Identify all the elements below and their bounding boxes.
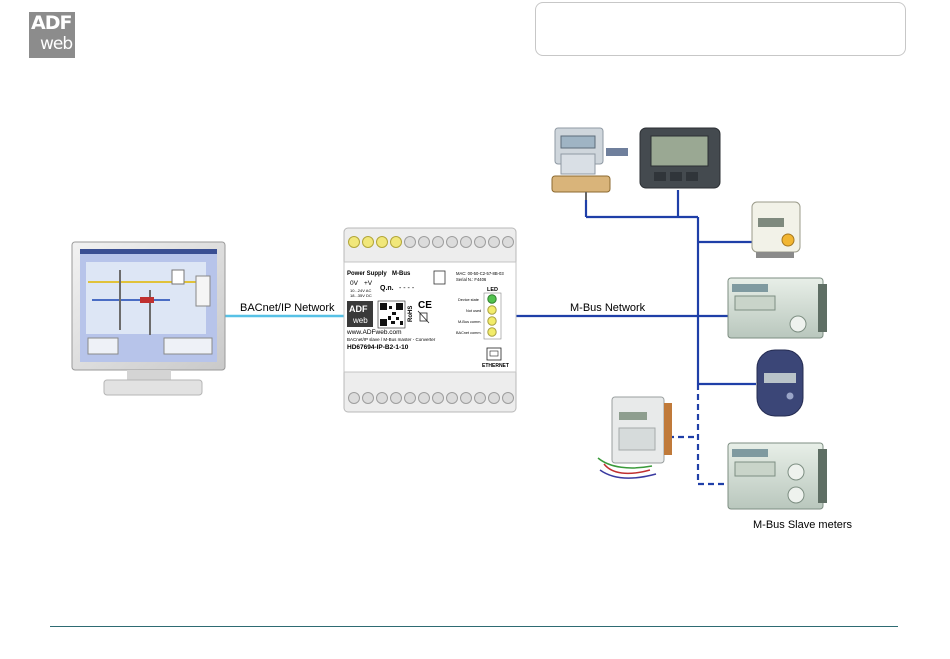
device-description: BACnet/IP slave / M-Bus master - Convert… [347, 337, 436, 342]
ac-range-label: 10...24V AC [350, 288, 371, 293]
display-unit [639, 127, 721, 189]
qn-value: - - - - [399, 285, 415, 292]
zero-v-label: 0V [350, 280, 359, 287]
serial-label: Serial N.: F4406 [456, 277, 487, 282]
qn-label: Q.n. [380, 285, 394, 292]
led4-label: BACnet comm. [456, 331, 482, 335]
ultrasonic-meter-1 [551, 127, 628, 200]
led-title: LED [487, 287, 498, 293]
dc-range-label: 18...35V DC [350, 293, 372, 298]
bacnet-network-label: BACnet/IP Network [240, 302, 335, 314]
led3-label: M-Bus comm. [458, 320, 481, 324]
power-supply-label: Power Supply [347, 271, 387, 277]
heat-meter-round [756, 349, 804, 417]
mbus-bus [514, 190, 756, 486]
top-terminals [348, 236, 514, 248]
led-device-state [487, 294, 497, 304]
device-brand-bottom: web [352, 316, 368, 325]
heat-meter-wired [597, 396, 672, 479]
plus-v-label: +V [364, 280, 373, 287]
device-part-number: HD67694-IP-B2-1-10 [347, 344, 409, 351]
logo-line2: web [40, 34, 73, 54]
dip-switch-icon [433, 270, 446, 285]
ethernet-port-icon [486, 347, 502, 361]
bottom-terminals [348, 392, 514, 404]
title-box [535, 2, 906, 56]
heat-meter-1 [751, 201, 801, 258]
ce-mark: CE [418, 300, 432, 311]
led-not-used [487, 305, 497, 315]
led1-label: Device state [458, 298, 479, 302]
slave-meters-caption: M-Bus Slave meters [753, 519, 853, 531]
device-url: www.ADFweb.com [346, 329, 402, 336]
mac-label: MAC: 00-50-C2-57-8B-03 [456, 271, 504, 276]
converter-device: Power Supply M-Bus 0V +V 10...24V AC 18.… [343, 227, 517, 413]
bms-monitor [71, 241, 226, 396]
siemens-controller-1 [727, 277, 827, 339]
adfweb-logo: ADF web [29, 12, 75, 58]
logo-line1: ADF [31, 12, 72, 34]
led-bacnet-comm [487, 327, 497, 337]
device-brand-icon [347, 301, 373, 327]
mbus-network-label: M-Bus Network [570, 302, 646, 314]
siemens-controller-2 [727, 442, 827, 510]
weee-bin-icon [417, 310, 430, 324]
footer-rule [50, 626, 898, 627]
led-mbus-comm [487, 316, 497, 326]
ethernet-label: ETHERNET [482, 363, 509, 369]
qr-code-icon [377, 300, 406, 329]
led2-label: Not used [466, 309, 481, 313]
rohs-mark: RoHS [408, 306, 414, 322]
device-brand-top: ADF [349, 304, 368, 314]
mbus-terminal-label: M-Bus [392, 271, 411, 277]
